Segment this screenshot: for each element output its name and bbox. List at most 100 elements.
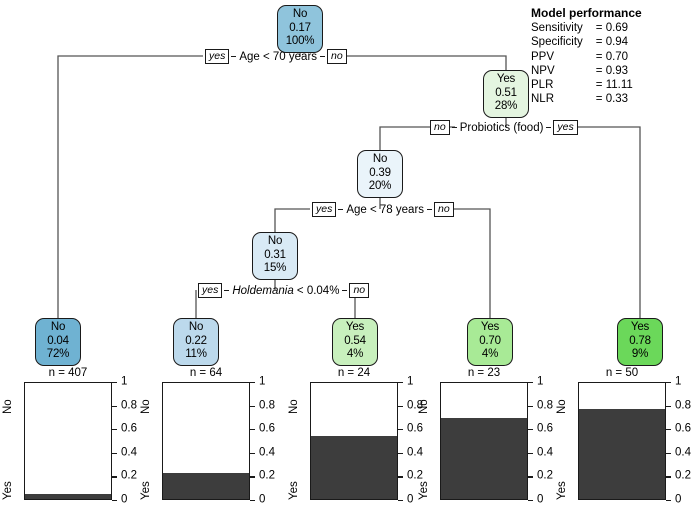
metric-row: PPV = 0.70: [531, 50, 633, 64]
y-axis-tick-label: 0.8: [675, 399, 691, 412]
bar-chart-n-label: n = 24: [337, 367, 371, 379]
split-left-label[interactable]: yes: [205, 49, 230, 64]
bar-chart-n-label: n = 407: [48, 367, 88, 379]
metric-value: = 0.70: [595, 50, 629, 63]
bar-chart-n-label: n = 50: [605, 367, 639, 379]
bar-chart-axis-label-no: No: [556, 399, 568, 414]
node-probability: 0.31: [264, 248, 286, 261]
tree-leaf-no-004[interactable]: No 0.04 72%: [35, 318, 81, 366]
y-axis-tick: [666, 429, 671, 431]
split-probiotics-food[interactable]: no Probiotics (food) yes: [428, 120, 580, 135]
node-probability: 0.04: [47, 334, 69, 347]
y-axis-tick: [250, 429, 255, 431]
y-axis-tick: [528, 382, 533, 384]
tree-node-no-039[interactable]: No 0.39 20%: [357, 150, 403, 198]
tree-node-root[interactable]: No 0.17 100%: [277, 5, 323, 53]
node-share: 20%: [368, 180, 392, 192]
bar-chart-frame: [310, 382, 398, 500]
node-class: Yes: [496, 73, 516, 85]
tree-node-yes-051[interactable]: Yes 0.51 28%: [483, 70, 529, 118]
split-right-label[interactable]: yes: [553, 120, 578, 135]
split-right-label[interactable]: no: [327, 49, 347, 64]
y-axis-tick: [398, 452, 403, 454]
y-axis-tick: [112, 500, 117, 502]
y-axis-tick: [112, 382, 117, 384]
tree-leaf-yes-054[interactable]: Yes 0.54 4%: [332, 318, 378, 366]
model-performance-table: Sensitivity = 0.69 Specificity = 0.94 PP…: [531, 21, 633, 106]
y-axis-tick: [528, 429, 533, 431]
tree-leaf-no-022[interactable]: No 0.22 11%: [173, 318, 219, 366]
split-right-label[interactable]: no: [349, 283, 370, 298]
metric-name: Specificity: [531, 36, 583, 49]
y-axis-tick-label: 1: [259, 375, 266, 388]
metric-row: Sensitivity = 0.69: [531, 21, 633, 35]
node-probability: 0.39: [369, 166, 391, 179]
bar-chart-axis-label-yes: Yes: [140, 481, 152, 500]
tree-leaf-yes-078[interactable]: Yes 0.78 9%: [617, 318, 663, 366]
node-class: Yes: [480, 321, 500, 333]
split-left-label[interactable]: yes: [198, 283, 223, 298]
y-axis-tick-label: 0.6: [121, 422, 137, 435]
split-age-70[interactable]: yes Age < 70 years no: [203, 49, 349, 64]
y-axis-tick: [112, 429, 117, 431]
node-probability: 0.51: [495, 86, 517, 99]
y-axis-tick: [398, 405, 403, 407]
bar-chart-plot-area: [310, 382, 398, 500]
split-dash-left: [451, 127, 457, 128]
y-axis-tick: [528, 452, 533, 454]
node-share: 4%: [346, 348, 364, 360]
split-left-label[interactable]: no: [430, 120, 450, 135]
y-axis-tick: [398, 382, 403, 384]
bar-chart-yes-fill: [163, 473, 249, 499]
y-axis-tick-label: 0.8: [407, 399, 423, 412]
bar-chart-plot-area: [162, 382, 250, 500]
y-axis-tick: [250, 382, 255, 384]
bar-chart-n-label: n = 23: [467, 367, 501, 379]
y-axis-tick-label: 0.4: [675, 446, 691, 459]
metric-value: = 0.93: [595, 64, 629, 77]
metric-value: = 11.11: [595, 79, 633, 92]
tree-leaf-yes-070[interactable]: Yes 0.70 4%: [467, 318, 513, 366]
bar-chart-axis-label-no: No: [2, 399, 14, 414]
split-condition-taxon: Holdemania: [232, 284, 294, 297]
y-axis-tick-label: 0.8: [537, 399, 553, 412]
node-share: 9%: [631, 348, 649, 360]
node-probability: 0.70: [479, 334, 501, 347]
split-age-78[interactable]: yes Age < 78 years no: [310, 202, 456, 217]
y-axis-tick-label: 0.6: [675, 422, 691, 435]
split-dash-right: [342, 290, 348, 291]
y-axis-tick-label: 1: [537, 375, 544, 388]
node-class: No: [50, 321, 66, 333]
metric-name: Sensitivity: [531, 22, 583, 35]
y-axis-tick: [666, 382, 671, 384]
bar-chart-frame: [440, 382, 528, 500]
y-axis-tick-label: 0.6: [537, 422, 553, 435]
split-condition: Probiotics (food): [459, 121, 544, 134]
split-dash-right: [546, 127, 552, 128]
y-axis-tick: [250, 500, 255, 502]
y-axis-tick: [112, 452, 117, 454]
bar-chart-frame: [578, 382, 666, 500]
y-axis-tick-label: 0.4: [121, 446, 137, 459]
y-axis-tick: [398, 429, 403, 431]
node-class: Yes: [630, 321, 650, 333]
y-axis-tick-label: 0: [675, 493, 682, 506]
y-axis-tick: [250, 476, 255, 478]
bar-chart-axis-label-yes: Yes: [556, 481, 568, 500]
tree-node-no-031[interactable]: No 0.31 15%: [252, 232, 298, 280]
metric-name: NPV: [531, 64, 555, 77]
split-condition: Age < 70 years: [239, 50, 318, 63]
metric-row: NLR = 0.33: [531, 92, 633, 106]
split-right-label[interactable]: no: [434, 202, 454, 217]
node-share: 100%: [285, 35, 315, 47]
y-axis-tick: [528, 405, 533, 407]
node-class: No: [188, 321, 204, 333]
model-performance-title: Model performance: [531, 6, 642, 20]
y-axis-tick-label: 0.6: [259, 422, 275, 435]
split-holdemania[interactable]: yes Holdemania < 0.04% no: [196, 283, 371, 298]
bar-chart-axis-label-yes: Yes: [288, 481, 300, 500]
split-left-label[interactable]: yes: [312, 202, 337, 217]
